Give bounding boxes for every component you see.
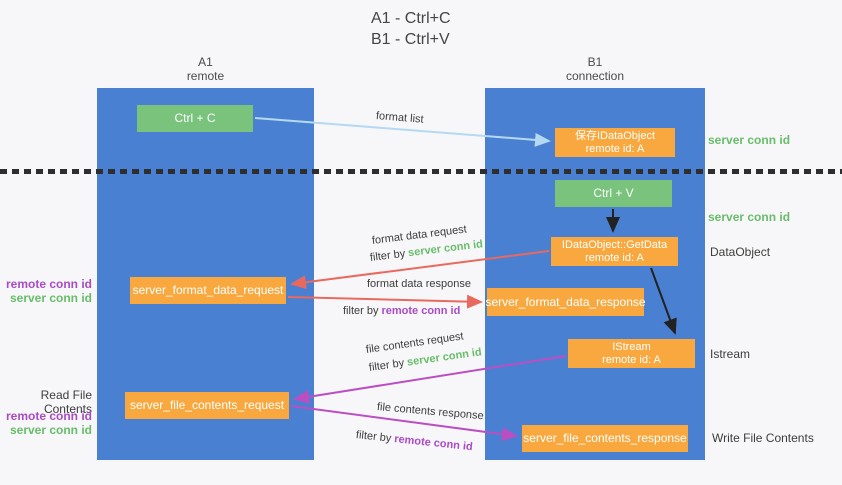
node-save-idataobject-line2: remote id: A: [585, 142, 645, 155]
arrow-format-data-request: [290, 250, 550, 290]
annotation-remote-conn-id: remote conn id: [5, 409, 92, 423]
label-format-data-response: format data response: [367, 278, 471, 290]
node-server-file-contents-response: server_file_contents_response: [522, 425, 688, 452]
column-b-header: B1 connection: [485, 55, 705, 83]
node-ctrl-c: Ctrl + C: [137, 105, 253, 132]
arrow-format-list: [254, 117, 551, 147]
node-save-idataobject-line1: 保存IDataObject: [574, 129, 656, 142]
filter-by-text: filter by: [343, 305, 379, 317]
annotation-left-conn-ids-top: remote conn id server conn id: [0, 277, 92, 305]
node-idataobject-getdata-line1: IDataObject::GetData: [561, 238, 668, 251]
column-b-name: B1: [587, 55, 603, 69]
phase-divider-dotted-line: [0, 169, 842, 174]
node-server-file-contents-request-label: server_file_contents_request: [129, 398, 285, 412]
annotation-left-conn-ids-bottom: remote conn id server conn id: [0, 409, 92, 437]
node-idataobject-getdata: IDataObject::GetData remote id: A: [551, 237, 678, 266]
column-a-header: A1 remote: [97, 55, 314, 83]
node-server-format-data-request-label: server_format_data_request: [132, 283, 284, 297]
annotation-server-conn-id: server conn id: [9, 291, 92, 305]
node-istream: IStream remote id: A: [568, 339, 695, 368]
node-idataobject-getdata-line2: remote id: A: [585, 251, 644, 264]
node-ctrl-c-label: Ctrl + C: [174, 111, 216, 125]
node-ctrl-v: Ctrl + V: [555, 180, 672, 207]
arrow-format-data-response: [287, 294, 483, 309]
node-server-format-data-response: server_format_data_response: [485, 288, 646, 316]
annotation-server-conn-id: server conn id: [9, 423, 92, 437]
node-server-format-data-request: server_format_data_request: [130, 277, 286, 304]
arrow-getdata-to-istream: [650, 267, 677, 335]
annotation-server-conn-id-mid: server conn id: [708, 210, 791, 224]
diagram-title: A1 - Ctrl+C B1 - Ctrl+V: [371, 8, 451, 50]
node-server-format-data-response-label: server_format_data_response: [485, 294, 646, 309]
node-istream-line2: remote id: A: [602, 353, 661, 366]
node-server-file-contents-request: server_file_contents_request: [125, 392, 289, 419]
node-save-idataobject: 保存IDataObject remote id: A: [555, 128, 675, 157]
title-line-1: A1 - Ctrl+C: [371, 10, 451, 27]
column-a-name: A1: [198, 55, 213, 69]
annotation-istream: Istream: [710, 347, 751, 361]
remote-conn-id-keyword: remote conn id: [381, 305, 461, 317]
title-line-2: B1 - Ctrl+V: [371, 31, 450, 48]
arrow-file-contents-request: [293, 355, 567, 404]
annotation-remote-conn-id: remote conn id: [5, 277, 92, 291]
annotation-write-file-contents: Write File Contents: [712, 431, 814, 445]
node-ctrl-v-label: Ctrl + V: [593, 186, 634, 200]
annotation-server-conn-id-top: server conn id: [708, 133, 791, 147]
annotation-read-file-contents: Read File Contents: [40, 388, 92, 416]
column-a-role: remote: [186, 69, 225, 83]
annotation-dataobject: DataObject: [710, 245, 771, 259]
arrow-file-contents-response: [290, 405, 518, 442]
node-server-file-contents-response-label: server_file_contents_response: [523, 431, 687, 445]
node-istream-line1: IStream: [612, 340, 651, 353]
column-b-role: connection: [565, 69, 625, 83]
